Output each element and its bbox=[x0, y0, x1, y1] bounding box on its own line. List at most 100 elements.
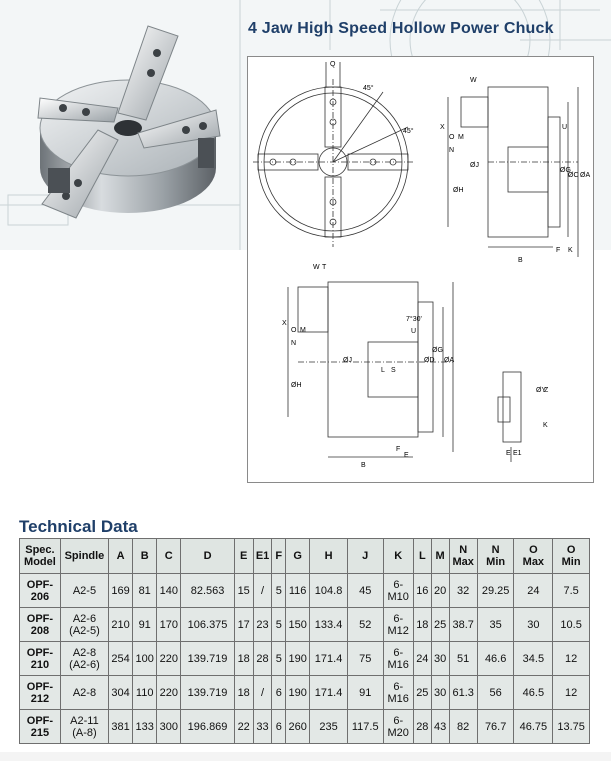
table-cell: 6-M16 bbox=[382, 641, 414, 676]
table-cell: 25 bbox=[430, 607, 450, 642]
header-cell: C bbox=[156, 538, 182, 574]
table-cell: 6 bbox=[271, 709, 287, 744]
label-e: E bbox=[404, 452, 409, 459]
table-cell: 23 bbox=[252, 607, 273, 642]
table-cell: 18 bbox=[412, 607, 432, 642]
label-n2: N bbox=[291, 340, 296, 347]
detail-view bbox=[497, 371, 522, 462]
table-cell: 196.869 bbox=[180, 709, 235, 744]
header-cell: Spindle bbox=[59, 538, 110, 574]
table-cell: 139.719 bbox=[180, 675, 235, 710]
label-45a: 45° bbox=[363, 84, 374, 92]
header-cell: A bbox=[108, 538, 134, 574]
table-cell: 10.5 bbox=[552, 607, 590, 642]
table-cell: 150 bbox=[285, 607, 311, 642]
table-cell: A2-8(A2-6) bbox=[59, 641, 110, 676]
table-cell: / bbox=[252, 675, 273, 710]
table-cell: 51 bbox=[448, 641, 478, 676]
table-cell: 116 bbox=[285, 573, 311, 608]
header-cell: G bbox=[285, 538, 311, 574]
table-cell: 46.6 bbox=[476, 641, 515, 676]
table-cell: 6 bbox=[271, 675, 287, 710]
table-cell: 28 bbox=[412, 709, 432, 744]
section-title: Technical Data bbox=[19, 517, 138, 536]
table-cell: 140 bbox=[156, 573, 182, 608]
technical-drawing: Q 45° 45° W X O M N U ØJ ØH ØG ØC ØA B F… bbox=[247, 56, 594, 483]
model-cell: OPF-208 bbox=[19, 607, 61, 642]
table-cell: 91 bbox=[346, 675, 384, 710]
label-h: ØH bbox=[453, 187, 464, 194]
table-cell: 6-M20 bbox=[382, 709, 414, 744]
label-l: L bbox=[381, 367, 385, 374]
table-cell: 45 bbox=[346, 573, 384, 608]
label-45b: 45° bbox=[403, 127, 414, 135]
label-n: N bbox=[449, 147, 454, 154]
table-cell: 106.375 bbox=[180, 607, 235, 642]
model-cell: OPF-210 bbox=[19, 641, 61, 676]
table-cell: 117.5 bbox=[346, 709, 384, 744]
label-x: X bbox=[440, 124, 445, 131]
table-cell: 30 bbox=[430, 675, 450, 710]
label-m: M bbox=[458, 134, 464, 141]
side-view-upper bbox=[447, 86, 579, 257]
label-d: ØD bbox=[424, 357, 435, 364]
label-u: U bbox=[562, 124, 567, 131]
header-cell: K bbox=[382, 538, 414, 574]
label-a2: ØA bbox=[444, 357, 454, 364]
table-cell: 133.4 bbox=[309, 607, 348, 642]
table-cell: 235 bbox=[309, 709, 348, 744]
header-row: Spec.Model Spindle A B C D E E1 F G H J … bbox=[19, 538, 590, 574]
model-cell: OPF-206 bbox=[19, 573, 61, 608]
table-cell: 43 bbox=[430, 709, 450, 744]
table-cell: 6-M16 bbox=[382, 675, 414, 710]
table-cell: A2-5 bbox=[59, 573, 110, 608]
table-cell: 12 bbox=[552, 641, 590, 676]
label-q: Q bbox=[330, 61, 336, 68]
table-cell: 82 bbox=[448, 709, 478, 744]
label-k: K bbox=[568, 247, 573, 254]
table-cell: 133 bbox=[132, 709, 158, 744]
table-cell: 304 bbox=[108, 675, 134, 710]
label-o2: O bbox=[291, 327, 297, 334]
label-k2: K bbox=[543, 422, 548, 429]
table-cell: 170 bbox=[156, 607, 182, 642]
table-cell: 75 bbox=[346, 641, 384, 676]
table-cell: 260 bbox=[285, 709, 311, 744]
label-t: T bbox=[322, 264, 327, 271]
label-a: ØA bbox=[580, 172, 590, 179]
table-cell: 30 bbox=[430, 641, 450, 676]
table-cell: / bbox=[252, 573, 273, 608]
label-f2: F bbox=[396, 446, 400, 453]
table-cell: 110 bbox=[132, 675, 158, 710]
table-cell: 171.4 bbox=[309, 641, 348, 676]
table-cell: 300 bbox=[156, 709, 182, 744]
table-cell: 6-M10 bbox=[382, 573, 414, 608]
table-cell: 29.25 bbox=[476, 573, 515, 608]
header-cell: E1 bbox=[252, 538, 273, 574]
label-c: ØC bbox=[568, 172, 579, 179]
table-cell: A2-6(A2-5) bbox=[59, 607, 110, 642]
table-cell: 15 bbox=[233, 573, 254, 608]
header-cell: J bbox=[346, 538, 384, 574]
header-cell: H bbox=[309, 538, 348, 574]
table-cell: 16 bbox=[412, 573, 432, 608]
label-g: ØG bbox=[560, 167, 571, 174]
front-view bbox=[253, 62, 413, 247]
table-cell: 190 bbox=[285, 641, 311, 676]
table-cell: 220 bbox=[156, 641, 182, 676]
table-cell: 5 bbox=[271, 641, 287, 676]
table-cell: 169 bbox=[108, 573, 134, 608]
table-cell: 254 bbox=[108, 641, 134, 676]
label-b: B bbox=[518, 257, 523, 264]
technical-data-table: Spec.Model Spindle A B C D E E1 F G H J … bbox=[19, 538, 590, 744]
table-cell: 91 bbox=[132, 607, 158, 642]
label-g2: ØG bbox=[432, 347, 443, 354]
table-cell: 6-M12 bbox=[382, 607, 414, 642]
